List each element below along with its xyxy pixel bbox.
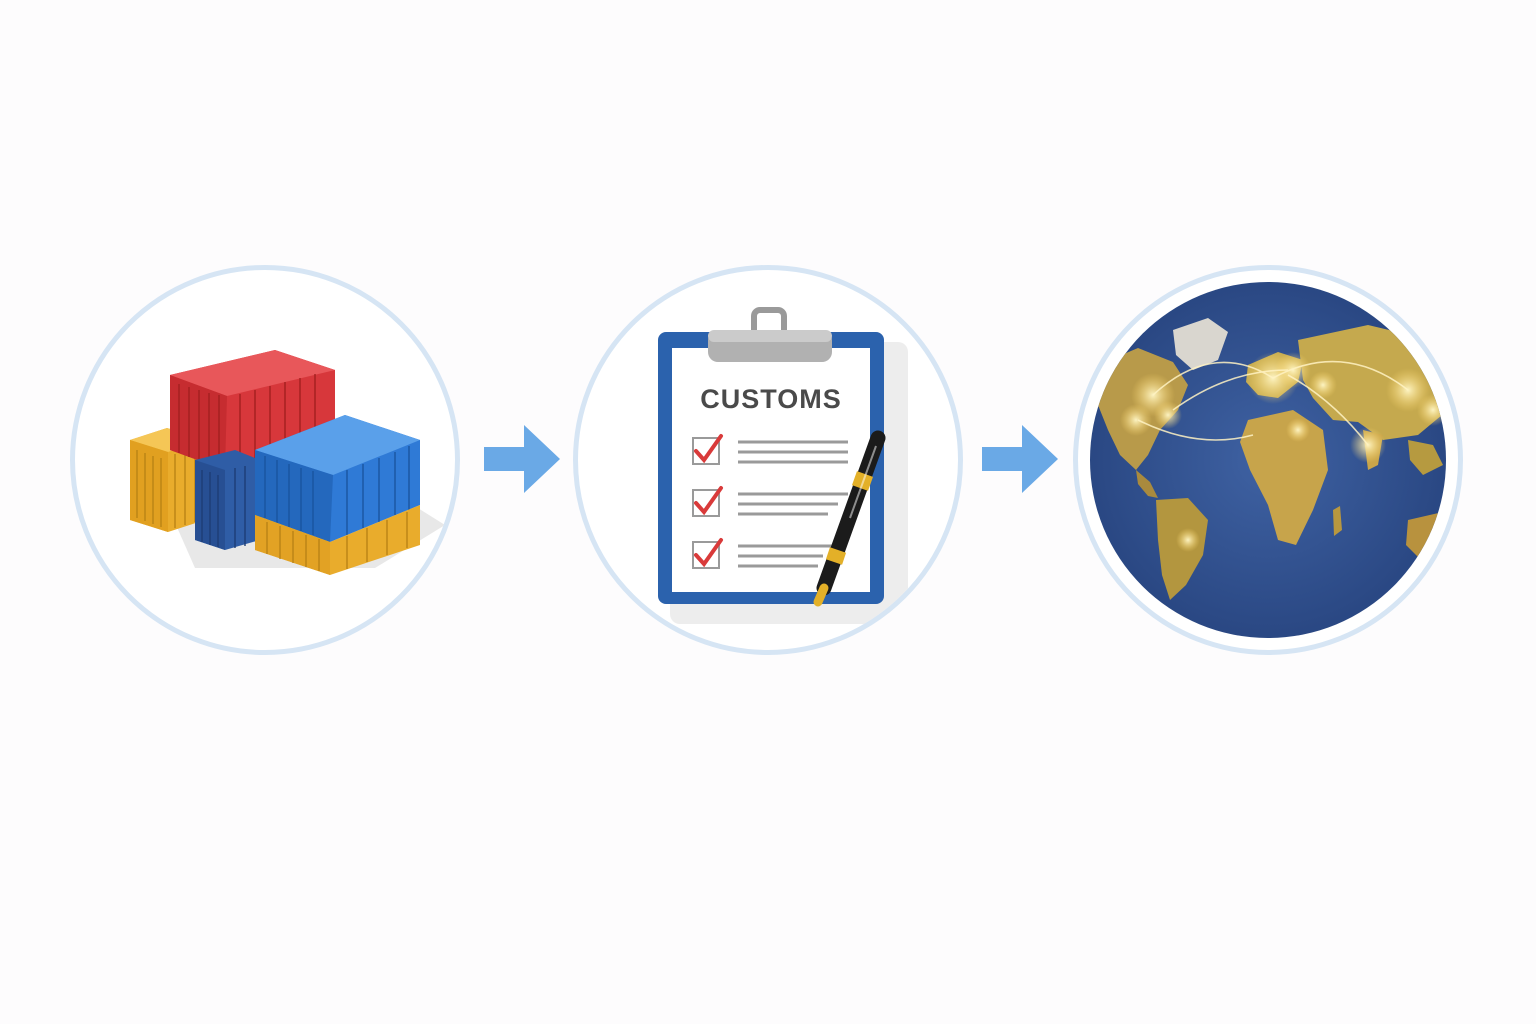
world-map-globe-icon	[1090, 282, 1446, 638]
checklist-item	[692, 538, 833, 569]
step-circle-containers	[70, 265, 460, 655]
step-circle-customs: CUSTOMS	[573, 265, 963, 655]
checklist-item	[692, 486, 848, 517]
pen-icon	[813, 430, 886, 607]
arrow-right-icon	[484, 425, 560, 493]
checkmark-icon	[694, 486, 723, 516]
checklist-item	[692, 434, 848, 465]
shipping-containers-icon	[130, 350, 445, 575]
step-circle-world	[1073, 265, 1463, 655]
route-lines	[1137, 360, 1409, 446]
customs-label: CUSTOMS	[700, 384, 842, 414]
checkmark-icon	[694, 434, 723, 464]
checkmark-icon	[694, 538, 723, 568]
customs-clipboard-icon: CUSTOMS	[658, 307, 908, 624]
arrow-right-icon	[982, 425, 1058, 493]
